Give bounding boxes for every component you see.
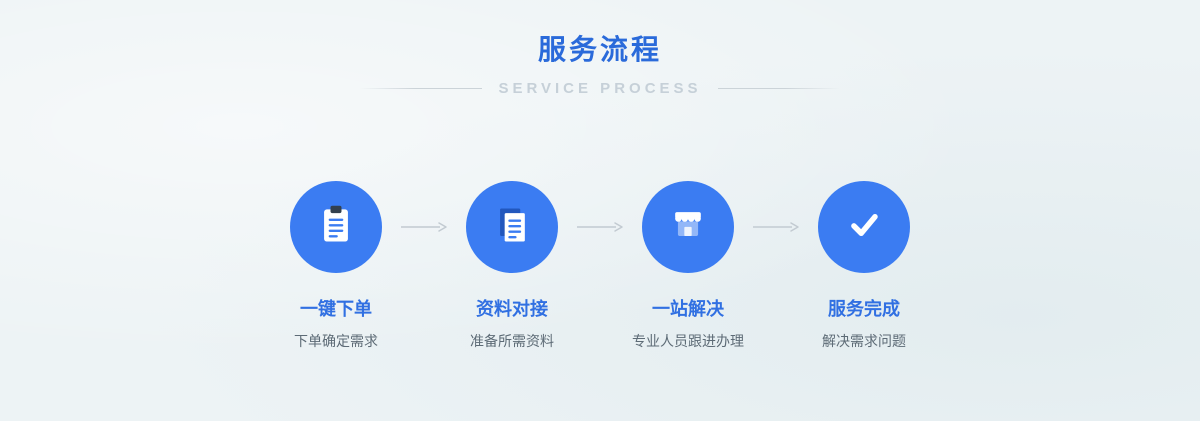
- step-item-solution: 一站解决 专业人员跟进办理: [627, 181, 749, 351]
- clipboard-icon: [314, 203, 358, 252]
- step-title: 服务完成: [828, 299, 900, 319]
- arrow-right-icon: [573, 181, 627, 273]
- arrow-right-icon: [749, 181, 803, 273]
- step-title: 一键下单: [300, 299, 372, 319]
- step-title: 资料对接: [476, 299, 548, 319]
- step-desc: 解决需求问题: [822, 333, 906, 349]
- storefront-icon: [666, 203, 710, 252]
- subtitle-divider-left: [360, 88, 483, 89]
- step-circle: [466, 181, 558, 273]
- step-circle: [290, 181, 382, 273]
- section-subtitle: SERVICE PROCESS: [498, 80, 702, 97]
- subtitle-divider-right: [717, 88, 840, 89]
- step-circle: [818, 181, 910, 273]
- step-circle: [642, 181, 734, 273]
- arrow-right-icon: [397, 181, 451, 273]
- step-item-order: 一键下单 下单确定需求: [275, 181, 397, 351]
- document-icon: [490, 203, 534, 252]
- step-desc: 专业人员跟进办理: [632, 333, 744, 349]
- step-desc: 下单确定需求: [294, 333, 378, 349]
- section-subtitle-row: SERVICE PROCESS: [0, 80, 1200, 97]
- check-icon: [842, 203, 886, 252]
- step-item-complete: 服务完成 解决需求问题: [803, 181, 925, 351]
- step-desc: 准备所需资料: [470, 333, 554, 349]
- step-item-materials: 资料对接 准备所需资料: [451, 181, 573, 351]
- section-header: 服务流程 SERVICE PROCESS: [0, 28, 1200, 97]
- steps-row: 一键下单 下单确定需求: [0, 181, 1200, 351]
- section-title: 服务流程: [537, 34, 662, 65]
- step-title: 一站解决: [652, 299, 724, 319]
